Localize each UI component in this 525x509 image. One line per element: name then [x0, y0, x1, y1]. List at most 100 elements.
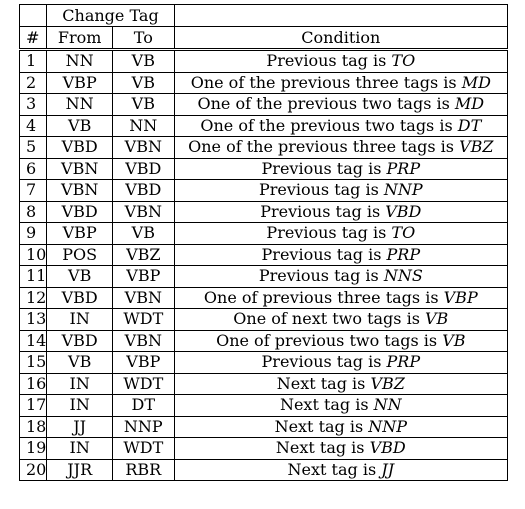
from-tag: VBN	[46, 157, 113, 180]
rule-number: 13	[18, 308, 48, 331]
condition-tag: NNS	[383, 266, 423, 286]
rule-number: 8	[18, 200, 48, 223]
condition-tag: PRP	[386, 352, 421, 372]
from-tag: VB	[46, 351, 113, 374]
condition-cell: Next tag is VBZ	[173, 372, 509, 395]
rule-number: 19	[18, 437, 48, 460]
condition-tag: TO	[391, 223, 416, 243]
condition-cell: One of previous three tags is VBP	[173, 286, 509, 309]
condition-tag: VBZ	[370, 373, 405, 393]
condition-tag: PRP	[386, 158, 421, 178]
condition-text: Previous tag is	[258, 180, 384, 200]
condition-tag: PRP	[386, 244, 421, 264]
condition-tag: NNP	[383, 180, 423, 200]
to-tag: WDT	[111, 372, 175, 395]
condition-tag: VB	[425, 309, 449, 329]
to-tag: VB	[111, 48, 175, 73]
condition-cell: Next tag is NN	[173, 394, 509, 417]
condition-cell: One of the previous two tags is MD	[173, 93, 509, 116]
column-header-condition: Condition	[173, 26, 509, 50]
condition-text: One of previous two tags is	[216, 330, 443, 350]
to-tag: VBN	[111, 136, 175, 159]
condition-cell: Previous tag is NNP	[173, 179, 509, 202]
from-tag: IN	[46, 394, 113, 417]
column-header-to: To	[111, 26, 175, 50]
column-header-row: # From To Condition	[18, 26, 509, 50]
condition-tag: VBZ	[459, 137, 494, 157]
rule-number: 1	[18, 48, 48, 73]
from-tag: JJR	[46, 458, 113, 481]
to-tag: WDT	[111, 308, 175, 331]
condition-text: Next tag is	[276, 373, 371, 393]
condition-tag: MD	[454, 94, 485, 114]
rule-number: 18	[18, 415, 48, 438]
condition-text: Previous tag is	[261, 158, 387, 178]
rule-number: 15	[18, 351, 48, 374]
condition-tag: NN	[373, 395, 402, 415]
condition-tag: TO	[391, 51, 416, 71]
rule-number: 9	[18, 222, 48, 245]
to-tag: VBD	[111, 179, 175, 202]
condition-cell: One of the previous three tags is VBZ	[173, 136, 509, 159]
condition-text: One of previous three tags is	[203, 287, 444, 307]
condition-tag: NNP	[368, 416, 408, 436]
rule-number: 5	[18, 136, 48, 159]
from-tag: NN	[46, 48, 113, 73]
condition-text: One of the previous two tags is	[197, 94, 455, 114]
condition-text: Next tag is	[279, 395, 374, 415]
to-tag: NN	[111, 114, 175, 137]
from-tag: IN	[46, 372, 113, 395]
column-header-from: From	[46, 26, 113, 50]
condition-tag: JJ	[381, 459, 395, 479]
to-tag: VBN	[111, 329, 175, 352]
condition-text: Previous tag is	[266, 51, 392, 71]
condition-tag: VBD	[369, 438, 406, 458]
condition-cell: One of the previous two tags is DT	[173, 114, 509, 137]
from-tag: VBP	[46, 71, 113, 94]
rule-number: 7	[18, 179, 48, 202]
condition-text: One of the previous three tags is	[190, 72, 462, 92]
condition-cell: Previous tag is PRP	[173, 351, 509, 374]
condition-header-spacer	[173, 4, 509, 27]
from-tag: IN	[46, 437, 113, 460]
from-tag: VBD	[46, 286, 113, 309]
rule-number: 10	[18, 243, 48, 266]
from-tag: VBN	[46, 179, 113, 202]
condition-tag: VBD	[385, 201, 422, 221]
change-tag-header: Change Tag	[46, 4, 175, 27]
from-tag: VB	[46, 114, 113, 137]
condition-text: One of next two tags is	[233, 309, 425, 329]
rule-number: 17	[18, 394, 48, 417]
condition-cell: Next tag is VBD	[173, 437, 509, 460]
from-tag: POS	[46, 243, 113, 266]
rule-number: 4	[18, 114, 48, 137]
condition-text: Previous tag is	[261, 352, 387, 372]
to-tag: WDT	[111, 437, 175, 460]
condition-text: Previous tag is	[261, 244, 387, 264]
from-tag: VBD	[46, 329, 113, 352]
condition-text: Previous tag is	[266, 223, 392, 243]
rule-number: 3	[18, 93, 48, 116]
rule-number: 16	[18, 372, 48, 395]
to-tag: VBN	[111, 200, 175, 223]
rule-number: 2	[18, 71, 48, 94]
condition-cell: One of the previous three tags is MD	[173, 71, 509, 94]
condition-cell: Previous tag is NNS	[173, 265, 509, 288]
to-tag: VB	[111, 93, 175, 116]
condition-tag: DT	[457, 115, 482, 135]
to-tag: NNP	[111, 415, 175, 438]
condition-text: Next tag is	[287, 459, 382, 479]
